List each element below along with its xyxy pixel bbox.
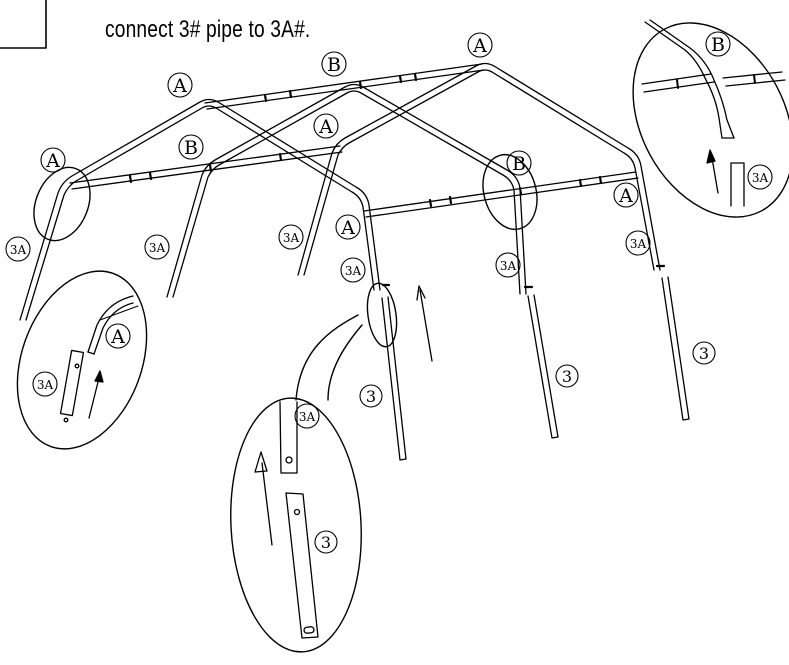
purlin-left-eave — [69, 145, 341, 184]
label-3a: 3A — [500, 259, 517, 273]
detail-right — [641, 19, 786, 207]
label-b: B — [711, 34, 725, 56]
label-text: A B A A B A B A A A B 3A 3A 3A 3A 3A 3A … — [10, 34, 769, 552]
label-3: 3 — [562, 367, 572, 386]
truss-1 — [19, 98, 381, 321]
label-3a: 3A — [345, 264, 362, 278]
label-3a: 3A — [752, 171, 769, 185]
instruction-text: connect 3# pipe to 3A#. — [105, 16, 311, 43]
label-a: A — [172, 75, 187, 97]
label-3a: 3A — [299, 410, 316, 424]
truss-2 — [166, 83, 527, 298]
main-arrow — [416, 285, 433, 362]
label-3a: 3A — [283, 231, 300, 245]
detail-left — [59, 295, 139, 423]
label-a: A — [618, 185, 633, 207]
label-b: B — [327, 54, 341, 76]
detail-middle — [254, 401, 319, 639]
label-a: A — [472, 35, 487, 57]
label-3: 3 — [699, 344, 709, 363]
label-a: A — [318, 116, 333, 138]
label-3: 3 — [321, 533, 331, 552]
purlin-ridge — [204, 63, 483, 104]
label-b: B — [184, 137, 198, 159]
label-b: B — [512, 153, 526, 175]
label-3a: 3A — [10, 243, 27, 257]
lower-pipes — [381, 276, 690, 461]
part-labels — [5, 31, 773, 554]
label-a: A — [45, 150, 60, 172]
label-3a: 3A — [149, 241, 166, 255]
instruction-box-corner — [0, 0, 47, 49]
label-a: A — [110, 326, 125, 348]
label-a: A — [340, 217, 355, 239]
canopy-frame — [19, 62, 690, 461]
label-3a: 3A — [37, 378, 54, 392]
truss-3 — [297, 62, 661, 276]
label-3a: 3A — [630, 237, 647, 251]
label-3: 3 — [366, 387, 376, 406]
purlin-right-eave — [363, 171, 637, 212]
